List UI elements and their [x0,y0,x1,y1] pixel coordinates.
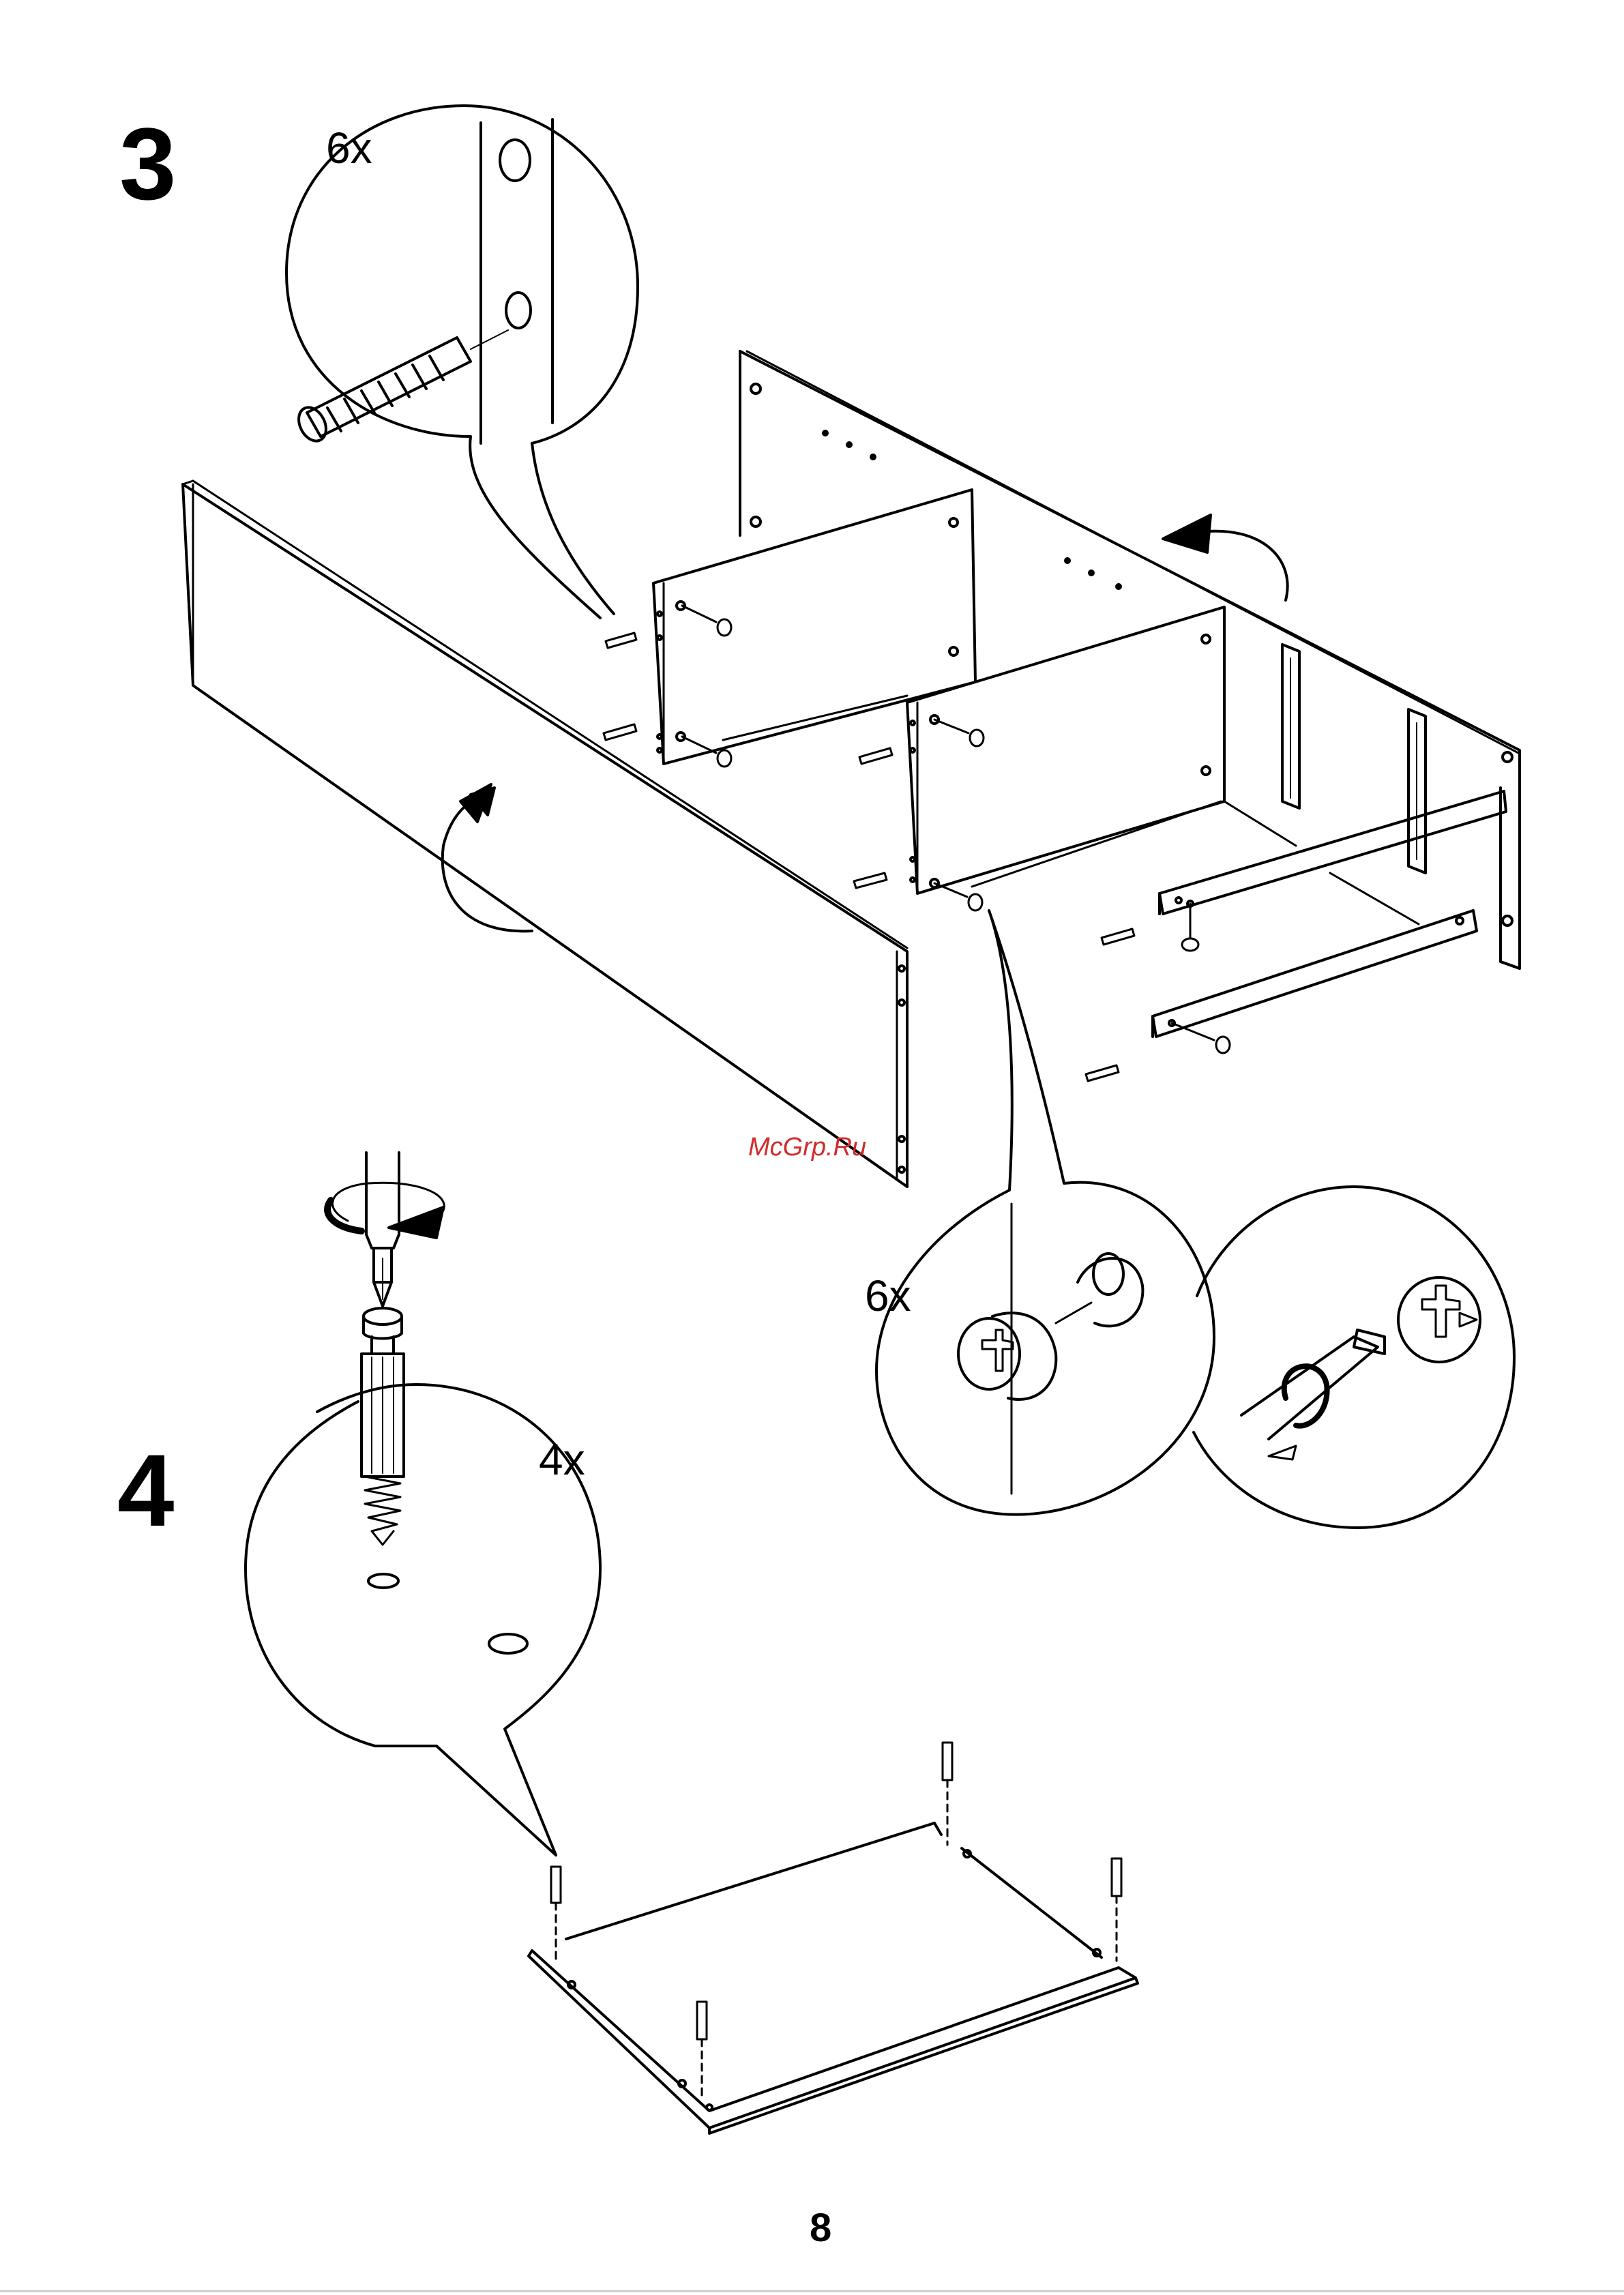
cam-bolt-icon [682,606,1230,1053]
top-rail [1160,791,1506,914]
dowel-icon [604,633,1134,1081]
drawer-runner [1282,645,1426,873]
footer-rule [0,2290,1624,2292]
screwdriver-detail-callout [1194,1187,1514,1528]
watermark: McGrp.Ru [748,1134,866,1160]
step-number-3: 3 [119,113,176,215]
screwdriver-icon [1241,1330,1385,1460]
quantity-label-cam-locks: 6x [865,1274,911,1318]
side-panel-left [653,490,975,764]
back-panel [740,351,1520,968]
page-number: 8 [810,2208,831,2248]
cam-lock-detail-callout [876,910,1214,1515]
rotate-arrow-icon [327,1183,444,1238]
wooden-dowel-icon [293,330,508,445]
bottom-rail [1153,910,1477,1037]
rotate-arrow-icon [443,784,532,931]
front-panel [183,481,907,1187]
quantity-label-dowels: 6x [326,126,372,170]
cam-lock-icon [958,1254,1142,1400]
dowel-detail-callout [286,106,638,618]
side-panel-right [907,607,1224,893]
base-panel [529,1823,1138,2133]
quantity-label-cam-screws: 4x [539,1438,585,1481]
cam-screw-icon [361,1308,404,1545]
cam-lock-icon [1398,1277,1480,1362]
rotate-arrow-icon [1163,515,1288,600]
dowel-hole-icon [500,140,530,181]
step-number-4: 4 [117,1439,174,1541]
